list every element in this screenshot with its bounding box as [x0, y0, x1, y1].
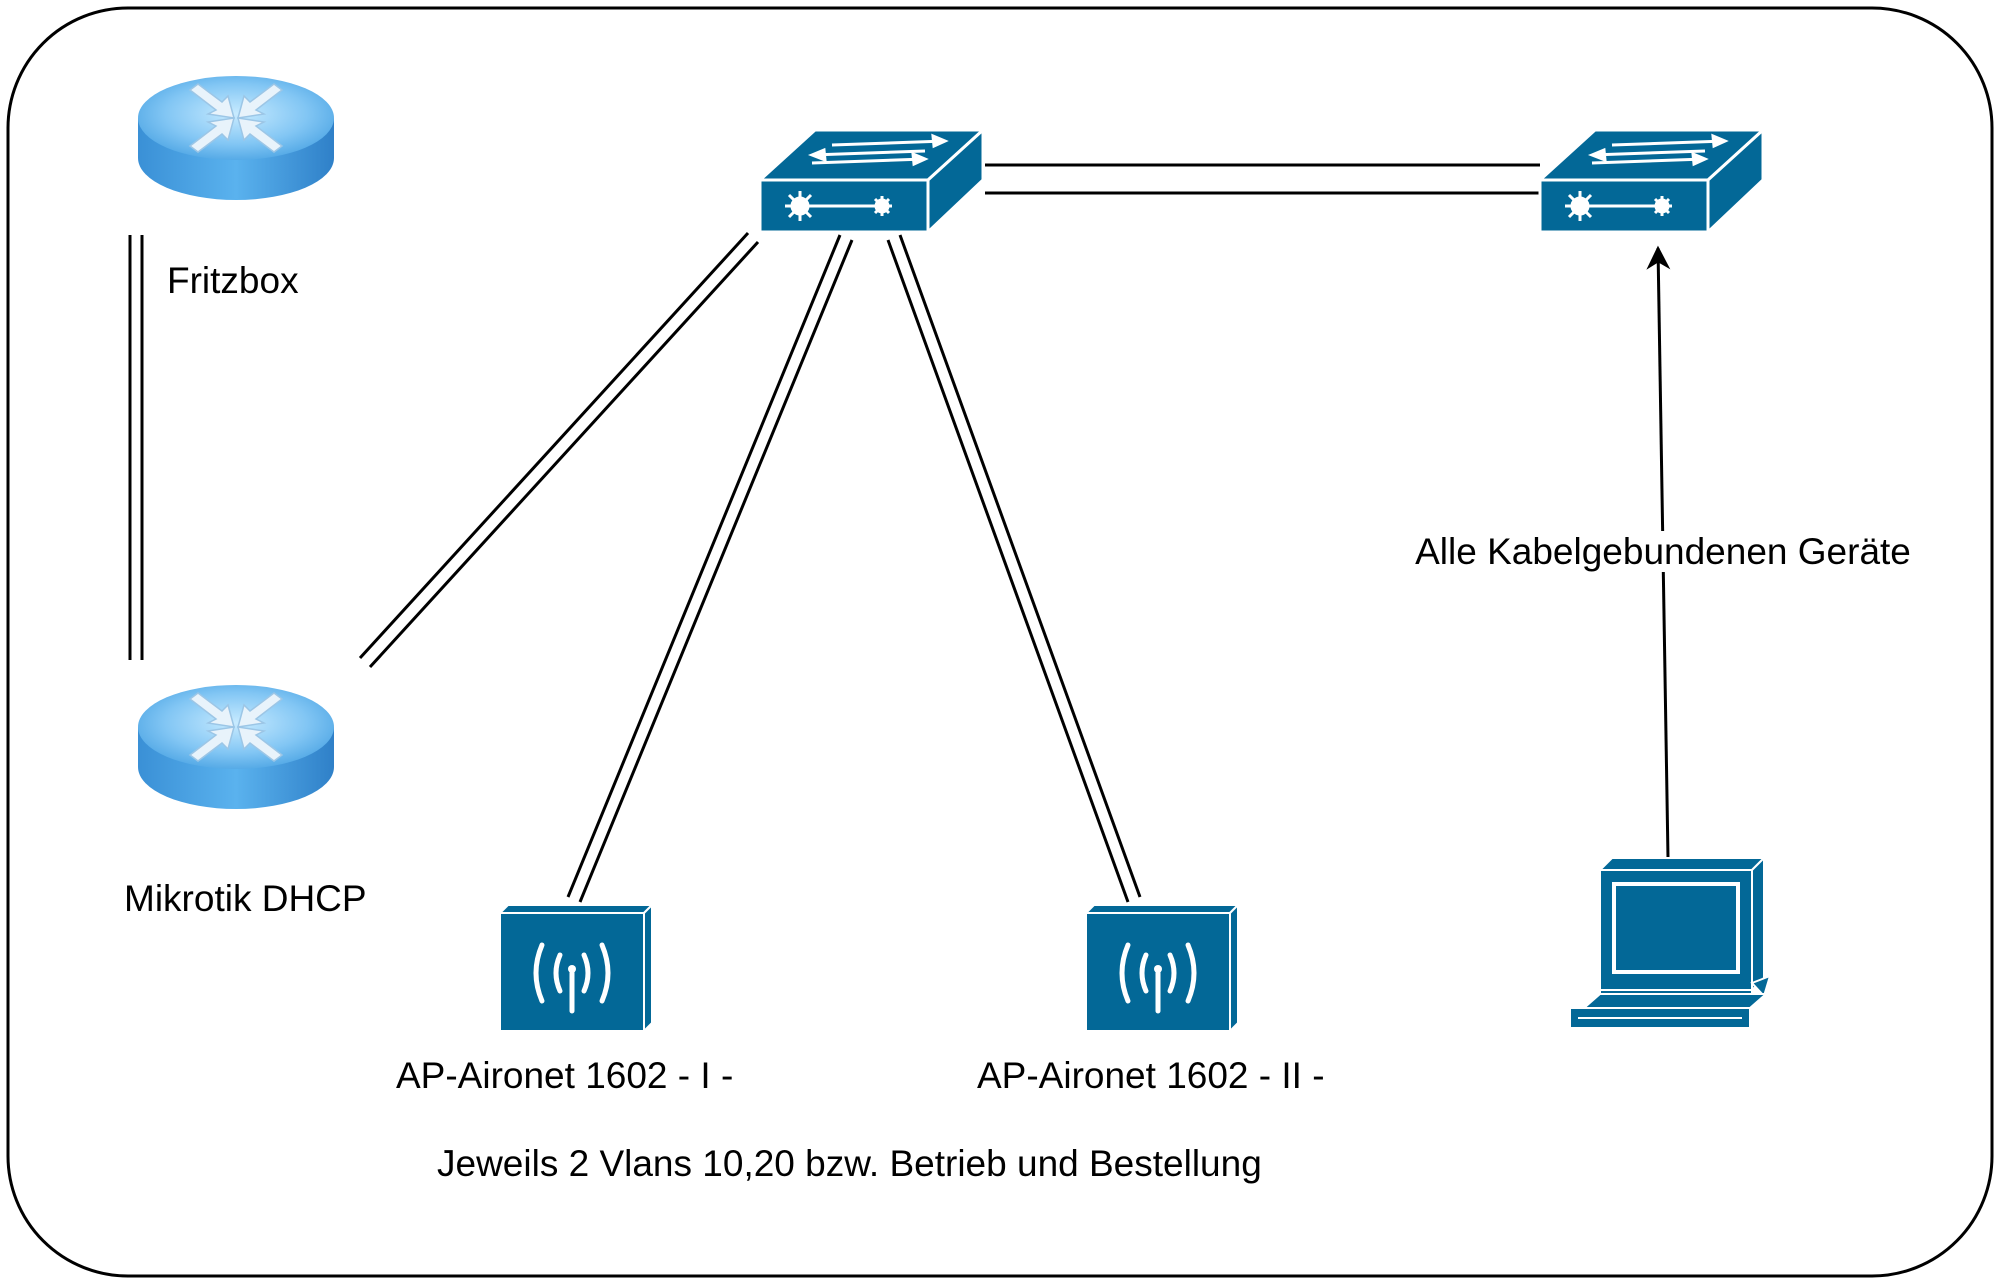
- fritzbox-label: Fritzbox: [167, 260, 299, 301]
- mikrotik-router-icon: [137, 684, 335, 810]
- cable-core-switch-ap1: [566, 234, 854, 903]
- workstation-icon: [1568, 856, 1772, 1030]
- fritzbox-router-icon: [137, 75, 335, 201]
- ap1-label: AP-Aironet 1602 - I -: [396, 1055, 734, 1096]
- edge-switch-icon: [1538, 128, 1765, 234]
- cable-mikrotik-core-switch: [358, 231, 760, 669]
- ap2-wireless-access-point-icon: [1086, 905, 1238, 1031]
- cables: [128, 163, 1540, 903]
- ap2-label: AP-Aironet 1602 - II -: [977, 1055, 1325, 1096]
- cable-core-switch-edge-switch: [985, 163, 1540, 195]
- diagram-frame: [6, 6, 1994, 1278]
- cable-core-switch-ap2: [886, 234, 1142, 903]
- mikrotik-label: Mikrotik DHCP: [124, 878, 367, 919]
- wired-devices-label: Alle Kabelgebundenen Geräte: [1409, 531, 1917, 572]
- vlan-note: Jeweils 2 Vlans 10,20 bzw. Betrieb und B…: [437, 1143, 1262, 1184]
- cable-fritzbox-mikrotik: [128, 235, 144, 660]
- core-switch-icon: [758, 128, 985, 234]
- ap1-wireless-access-point-icon: [500, 905, 652, 1031]
